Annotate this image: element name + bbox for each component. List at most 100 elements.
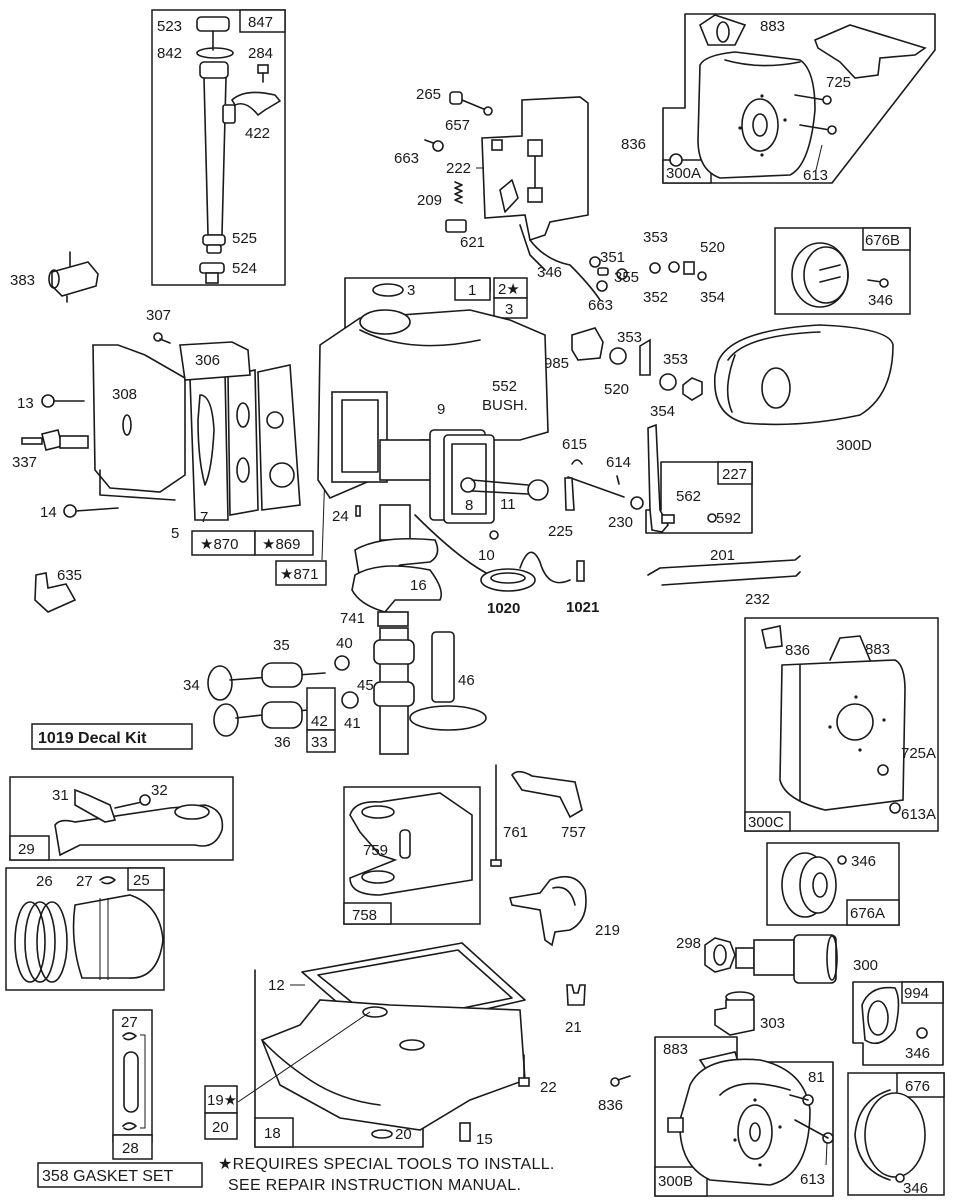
decal-kit-label: 1019 Decal Kit <box>38 730 147 747</box>
part-label-615: 615 <box>562 436 587 453</box>
part-label-552: 552 <box>492 378 517 395</box>
part-label-337: 337 <box>12 454 37 471</box>
part-box-758 <box>343 902 392 925</box>
part-label-3: 3 <box>407 282 415 299</box>
cylinder-block-group: 1 2★ 3 3 552 BUSH. 9 8 11 10 24 <box>317 277 549 564</box>
part-label-383: 383 <box>10 272 35 289</box>
part-box-25 <box>127 867 165 891</box>
part-label-847: 847 <box>248 14 273 31</box>
part-label-308: 308 <box>112 386 137 403</box>
part-label-525: 525 <box>232 230 257 247</box>
part-label-12: 12 <box>268 977 285 994</box>
part-label-354-top: 354 <box>700 289 725 306</box>
part-label-300C: 300C <box>748 814 784 831</box>
part-label-836-300A: 836 <box>621 136 646 153</box>
muffler-300B-group: 300B 883 81 613 <box>654 1036 834 1197</box>
part-label-757: 757 <box>561 824 586 841</box>
part-label-22: 22 <box>540 1079 557 1096</box>
part-label-613-300A: 613 <box>803 167 828 184</box>
part-label-351: 351 <box>600 249 625 266</box>
muffler-300A-group: 300A 883 725 836 613 <box>621 13 936 184</box>
part-label-1021: 1021 <box>566 599 599 616</box>
part-label-355: 355 <box>614 269 639 286</box>
part-label-298: 298 <box>676 935 701 952</box>
guard-676-group: 676 346 <box>847 1072 945 1197</box>
part-label-15: 15 <box>476 1131 493 1148</box>
part-label-8: 8 <box>465 497 473 514</box>
part-box-18 <box>254 1117 294 1148</box>
part-label-35: 35 <box>273 637 290 654</box>
connecting-rod-group: 29 31 32 <box>9 776 234 861</box>
part-box-870 <box>191 530 256 556</box>
part-label-34: 34 <box>183 677 200 694</box>
part-label-284: 284 <box>248 45 273 62</box>
gasket-set-box <box>37 1162 203 1188</box>
part-label-18: 18 <box>264 1125 281 1142</box>
part-label-32: 32 <box>151 782 168 799</box>
part-box-994 <box>901 981 944 1004</box>
crankshaft-group: 16 741 1020 1021 <box>340 504 599 627</box>
part-label-27-piston: 27 <box>76 873 93 890</box>
dipstick-cap-shape <box>196 16 230 32</box>
gasket-set-label: 358 GASKET SET <box>42 1168 174 1185</box>
part-label-9: 9 <box>437 401 445 418</box>
guard-676A-group: 676A 346 <box>766 842 900 926</box>
part-box-42 <box>306 687 336 731</box>
part-label-354-mid: 354 <box>650 403 675 420</box>
piston-pin-group: 27 28 28 <box>112 1009 153 1160</box>
linkage-parts-group: 351 353 520 355 352 354 985 353 520 353 … <box>544 229 725 420</box>
part-label-422: 422 <box>245 125 270 142</box>
part-label-201: 201 <box>710 547 735 564</box>
air-cleaner-300-group: 298 300 303 <box>676 934 878 1036</box>
part-label-16: 16 <box>410 577 427 594</box>
part-label-227: 227 <box>722 466 747 483</box>
part-label-219: 219 <box>595 922 620 939</box>
part-label-613-300B: 613 <box>800 1171 825 1188</box>
part-label-20-box: 20 <box>212 1119 229 1136</box>
part-label-346-676B: 346 <box>868 292 893 309</box>
part-label-14: 14 <box>40 504 57 521</box>
seal-shape <box>196 47 234 59</box>
part-label-725A: 725A <box>901 745 936 762</box>
part-label-42: 42 <box>311 713 328 730</box>
part-box-29 <box>9 835 50 861</box>
part-label-31: 31 <box>52 787 69 804</box>
part-label-bush: BUSH. <box>482 397 528 414</box>
part-label-663-upper: 663 <box>394 150 419 167</box>
part-label-994: 994 <box>904 985 929 1002</box>
part-label-300: 300 <box>853 957 878 974</box>
part-box-871 <box>275 560 327 586</box>
part-label-562: 562 <box>676 488 701 505</box>
decal-kit-box <box>31 723 193 750</box>
part-label-759: 759 <box>363 842 388 859</box>
part-label-352: 352 <box>643 289 668 306</box>
part-box-676A <box>846 899 900 926</box>
muffler-guard-676B-group: 676B 346 <box>774 227 911 315</box>
part-label-27-pin: 27 <box>121 1014 138 1031</box>
part-label-346-676A: 346 <box>851 853 876 870</box>
part-label-33: 33 <box>311 734 328 751</box>
part-label-19-star: 19★ <box>207 1092 237 1109</box>
part-label-230: 230 <box>608 514 633 531</box>
part-label-11: 11 <box>500 496 516 513</box>
part-label-676A: 676A <box>850 905 885 922</box>
part-label-21: 21 <box>565 1019 582 1036</box>
part-box-3 <box>493 297 528 319</box>
footnote-group: ★REQUIRES SPECIAL TOOLS TO INSTALL. SEE … <box>218 1156 554 1194</box>
part-label-24: 24 <box>332 508 349 525</box>
muffler-300C-group: 300C 836 883 725A 613A <box>744 617 939 832</box>
decal-kit-label-group: 1019 Decal Kit <box>31 723 193 750</box>
part-label-523: 523 <box>157 18 182 35</box>
part-label-741: 741 <box>340 610 365 627</box>
part-label-306: 306 <box>195 352 220 369</box>
part-label-81: 81 <box>808 1069 825 1086</box>
gasket-set-label-group: 358 GASKET SET <box>37 1162 203 1188</box>
part-label-1020: 1020 <box>487 600 520 617</box>
part-box-33 <box>306 729 336 753</box>
part-label-346-994: 346 <box>905 1045 930 1062</box>
part-label-209: 209 <box>417 192 442 209</box>
part-3-shape <box>372 283 404 297</box>
part-label-5: 5 <box>171 525 179 542</box>
part-label-761: 761 <box>503 824 528 841</box>
part-label-346-676: 346 <box>903 1180 928 1197</box>
